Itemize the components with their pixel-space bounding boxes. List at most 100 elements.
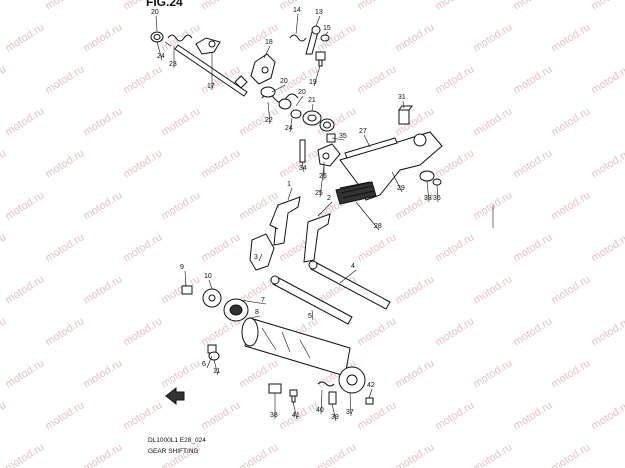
spring-23-drawing [164,34,193,47]
watermark-text: motod.ru [43,231,86,264]
spring-22-drawing [260,86,299,103]
shift-drum-8-drawing [241,317,351,377]
washer-20b-drawing [278,98,292,110]
bolt-42-drawing [365,397,374,405]
watermark-text: motod.ru [315,441,358,468]
callout-number-1: 1 [287,181,291,188]
watermark-text: motod.ru [81,441,124,468]
watermark-text: motod.ru [159,273,202,306]
watermark-text: motod.ru [0,315,8,348]
callout-leader-24 [156,41,163,61]
callout-number-33: 33 [424,195,432,202]
callout-number-14: 14 [293,7,301,14]
callout-leader-8 [249,315,261,319]
watermark-text: motod.ru [549,21,592,54]
cam-plate-37-drawing [338,366,366,394]
callout-number-39: 39 [331,414,339,421]
nut-35-drawing [326,133,336,143]
watermark-text: motod.ru [81,21,124,54]
watermark-text: motod.ru [355,63,398,96]
watermark-text: motod.ru [355,315,398,348]
callout-leader-15 [324,31,329,36]
callout-number-23: 23 [169,61,177,68]
callout-leader-25 [319,165,325,198]
clip-36-drawing [432,178,442,186]
watermark-text: motod.ru [3,441,46,468]
watermark-text: motod.ru [3,21,46,54]
callout-number-10: 10 [204,273,212,280]
watermark-text: motod.ru [589,63,625,96]
callout-number-37: 37 [346,409,354,416]
callout-leader-20 [295,95,304,107]
link-26-drawing [317,143,341,167]
callout-number-20: 20 [298,89,306,96]
callout-number-4: 4 [351,263,355,270]
callout-number-41: 41 [292,412,300,419]
callout-number-17: 17 [207,83,215,90]
watermark-text: motod.ru [511,147,554,180]
front-arrow-icon [165,386,185,406]
callout-leader-29 [391,171,403,193]
callout-leader-1 [287,187,293,201]
watermark-text: motod.ru [433,63,476,96]
watermark-text: motod.ru [121,63,164,96]
callout-leader-3 [258,253,263,262]
pin-39-drawing [328,391,337,405]
watermark-text: motod.ru [433,147,476,180]
footpeg-28-drawing [335,181,377,205]
watermark-text: motod.ru [589,399,625,432]
bolt-19-drawing [315,51,326,67]
callout-leader-36 [436,184,439,203]
watermark-text: motod.ru [511,63,554,96]
callout-number-20: 20 [151,9,159,16]
watermark-text: motod.ru [199,147,242,180]
watermark-text: motod.ru [0,0,8,13]
watermark-text: motod.ru [589,231,625,264]
callout-number-35: 35 [339,133,347,140]
callout-number-6: 6 [202,361,206,368]
callout-leader-19 [313,65,321,87]
watermark-text: motod.ru [433,399,476,432]
callout-number-22: 22 [265,117,273,124]
callout-leader-6 [206,355,213,369]
watermark-text: motod.ru [159,189,202,222]
watermark-text: motod.ru [43,147,86,180]
callout-number-15: 15 [323,25,331,32]
watermark-text: motod.ru [159,105,202,138]
callout-leader-24 [289,117,293,133]
pin-9-drawing [181,285,193,295]
callout-number-3: 3 [254,254,258,261]
callout-number-36: 36 [433,195,441,202]
callout-number-13: 13 [315,9,323,16]
watermark-text: motod.ru [589,147,625,180]
callout-leader-21 [311,103,314,112]
watermark-text: motod.ru [159,357,202,390]
watermark-text: motod.ru [237,441,280,468]
callout-leader-37 [349,392,352,417]
washer-24b-drawing [290,109,302,119]
watermark-text: motod.ru [3,357,46,390]
watermark-text: motod.ru [589,0,625,13]
watermark-text: motod.ru [589,315,625,348]
callout-leader-27 [363,134,371,148]
watermark-text: motod.ru [471,21,514,54]
watermark-text: motod.ru [199,231,242,264]
rod-27-drawing [344,137,398,159]
watermark-text: motod.ru [0,147,8,180]
section-title: GEAR SHIFTING [148,448,199,455]
callout-leader-28 [355,201,380,231]
callout-leader-7 [239,299,267,305]
bolt-41-drawing [289,389,298,403]
watermark-text: motod.ru [549,105,592,138]
washer-11-drawing [208,351,220,361]
plate-38-drawing [268,383,282,394]
callout-number-20: 20 [280,78,288,85]
watermark-text: motod.ru [393,441,436,468]
watermark-text: motod.ru [199,0,242,13]
watermark-text: motod.ru [393,273,436,306]
washer-33-drawing [419,170,435,182]
callout-number-42: 42 [367,382,375,389]
callout-number-27: 27 [359,128,367,135]
